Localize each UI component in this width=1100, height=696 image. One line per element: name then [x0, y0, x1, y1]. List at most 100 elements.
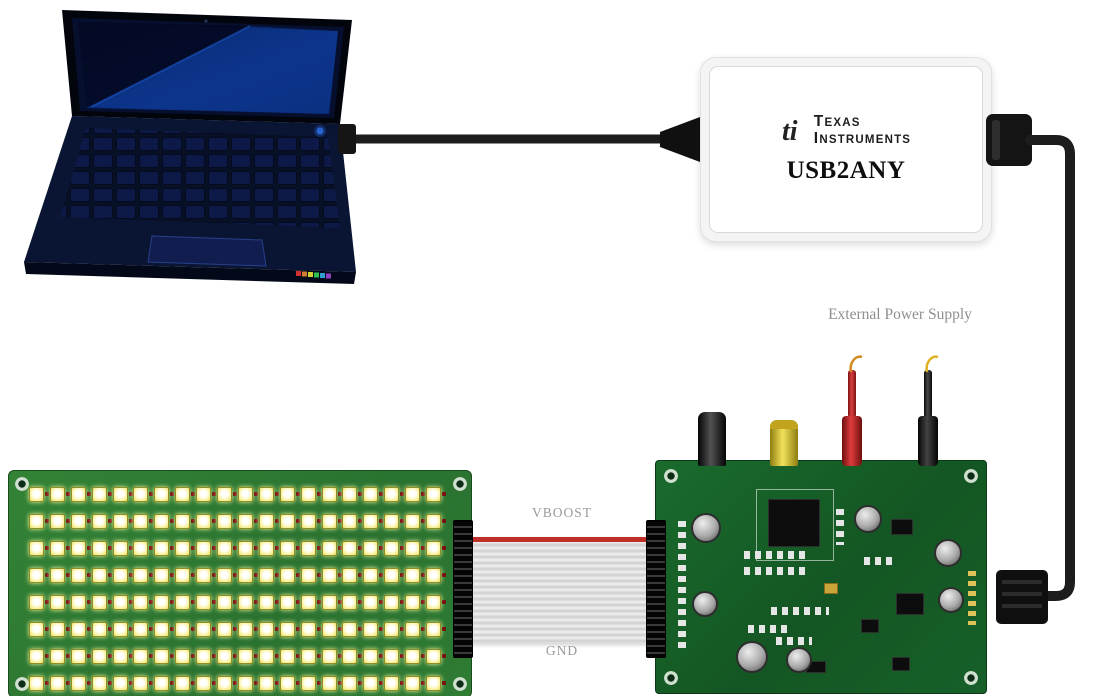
ribbon-cable: [469, 537, 655, 643]
gold-contact-strip: [968, 571, 976, 625]
led: [154, 649, 175, 664]
led: [258, 649, 279, 664]
led: [49, 541, 70, 556]
led: [426, 595, 447, 610]
main-ic-chip: [768, 499, 820, 547]
led: [279, 568, 300, 583]
led: [363, 487, 384, 502]
led: [237, 595, 258, 610]
led: [175, 541, 196, 556]
led: [342, 487, 363, 502]
driver-board-ribbon-socket: [646, 520, 666, 658]
led: [321, 622, 342, 637]
small-ic: [892, 657, 910, 671]
screw-hole: [964, 469, 978, 483]
led: [300, 595, 321, 610]
screw-hole: [453, 677, 467, 691]
yellow-connector: [770, 420, 798, 466]
gold-pad: [824, 583, 838, 594]
led: [405, 595, 426, 610]
led: [237, 622, 258, 637]
led: [279, 622, 300, 637]
led: [321, 541, 342, 556]
screw-hole: [453, 477, 467, 491]
led: [196, 676, 217, 691]
red-supply-probe: [842, 370, 862, 466]
probe-body: [918, 416, 938, 466]
led: [91, 514, 112, 529]
led: [237, 676, 258, 691]
led: [258, 622, 279, 637]
led: [29, 649, 49, 664]
led: [384, 649, 405, 664]
driver-eval-board: [655, 460, 987, 694]
led: [405, 649, 426, 664]
led: [217, 514, 238, 529]
led: [175, 514, 196, 529]
led: [154, 568, 175, 583]
led: [196, 514, 217, 529]
led: [426, 622, 447, 637]
led: [300, 676, 321, 691]
usb-molded-connector: [660, 117, 700, 162]
led: [112, 568, 133, 583]
usb2any-faceplate: ti Texas Instruments USB2ANY: [709, 66, 983, 233]
led: [112, 541, 133, 556]
led: [133, 676, 154, 691]
probe-body: [842, 416, 862, 466]
led: [258, 676, 279, 691]
led: [405, 487, 426, 502]
led: [342, 676, 363, 691]
webcam-dot: [204, 19, 208, 23]
led: [49, 676, 70, 691]
svg-text:ti: ti: [782, 116, 798, 147]
led: [300, 541, 321, 556]
led: [133, 541, 154, 556]
usb2any-right-plug: [986, 114, 1032, 166]
led: [196, 649, 217, 664]
led: [29, 487, 49, 502]
led: [49, 649, 70, 664]
led: [91, 595, 112, 610]
led: [91, 541, 112, 556]
resistor-row: [771, 607, 829, 615]
probe-rod: [848, 370, 856, 418]
led: [196, 595, 217, 610]
capacitor: [786, 647, 812, 673]
led: [133, 568, 154, 583]
small-ic: [891, 519, 913, 535]
led: [258, 514, 279, 529]
led: [279, 649, 300, 664]
gnd-label: GND: [545, 643, 579, 658]
led: [279, 514, 300, 529]
led: [154, 676, 175, 691]
led: [426, 541, 447, 556]
led: [384, 622, 405, 637]
pin-header-silkscreen: [678, 521, 686, 651]
led: [91, 568, 112, 583]
led: [321, 595, 342, 610]
led: [384, 487, 405, 502]
led: [321, 649, 342, 664]
screw-hole: [664, 671, 678, 685]
led: [384, 595, 405, 610]
led: [196, 568, 217, 583]
capacitor: [938, 587, 964, 613]
led: [300, 622, 321, 637]
led: [49, 622, 70, 637]
led: [112, 487, 133, 502]
screw-hole: [964, 671, 978, 685]
led: [237, 541, 258, 556]
led: [49, 595, 70, 610]
small-ic: [861, 619, 879, 633]
led: [49, 487, 70, 502]
led: [29, 676, 49, 691]
led: [175, 595, 196, 610]
resistor-row: [744, 567, 810, 575]
ti-brand: ti Texas Instruments: [781, 114, 911, 147]
led: [217, 676, 238, 691]
led: [426, 514, 447, 529]
led: [133, 514, 154, 529]
led: [70, 622, 91, 637]
